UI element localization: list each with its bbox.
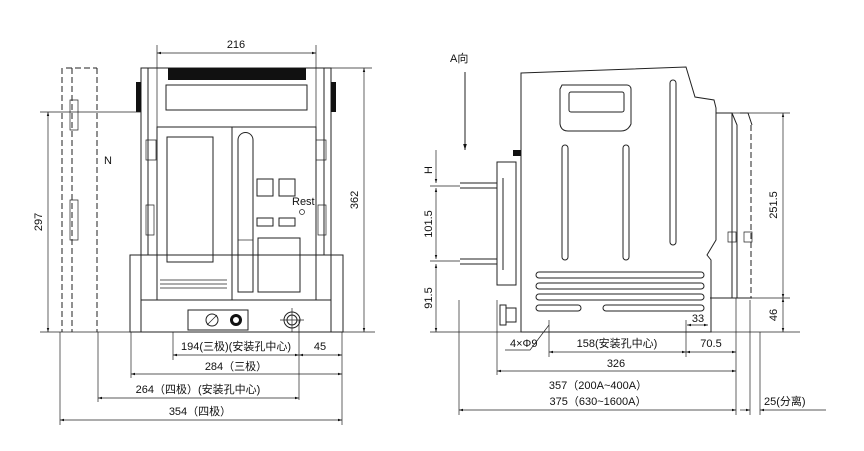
direction-label: A向	[450, 51, 468, 65]
dim-251-5: 251.5	[768, 191, 780, 219]
dim-holes: 4×Φ9	[510, 338, 537, 350]
dim-70-5: 70.5	[700, 338, 721, 350]
front-dimension-lines	[40, 45, 375, 425]
side-view: A向	[423, 51, 826, 415]
dim-264: 264（四极）(安装孔中心)	[136, 382, 261, 396]
front-view: N	[33, 39, 375, 425]
dim-h: H	[423, 166, 435, 174]
dim-33: 33	[692, 313, 704, 325]
neutral-pole-label: N	[104, 155, 112, 167]
dim-158: 158(安装孔中心)	[577, 336, 658, 350]
side-dimension-lines	[430, 112, 826, 415]
neutral-pole-outline	[61, 67, 98, 332]
breaker-body	[129, 67, 344, 333]
dim-326: 326	[607, 358, 625, 370]
reset-label: Rest	[292, 196, 315, 208]
dim-362: 362	[349, 191, 361, 209]
dim-91-5: 91.5	[423, 287, 435, 308]
dim-45: 45	[314, 341, 326, 353]
dim-194: 194(三极)(安装孔中心)	[181, 339, 291, 353]
dim-357: 357（200A~400A）	[549, 379, 647, 392]
breaker-side-body	[460, 66, 753, 333]
dim-25-separation: 25(分离)	[764, 394, 806, 408]
dim-101-5: 101.5	[423, 210, 435, 238]
dim-354: 354（四极）	[169, 404, 231, 418]
dim-216: 216	[227, 39, 245, 51]
dim-46: 46	[768, 309, 780, 321]
dim-284: 284（三极）	[205, 359, 267, 373]
dim-297: 297	[33, 213, 45, 231]
dim-375: 375（630~1600A）	[550, 395, 647, 408]
